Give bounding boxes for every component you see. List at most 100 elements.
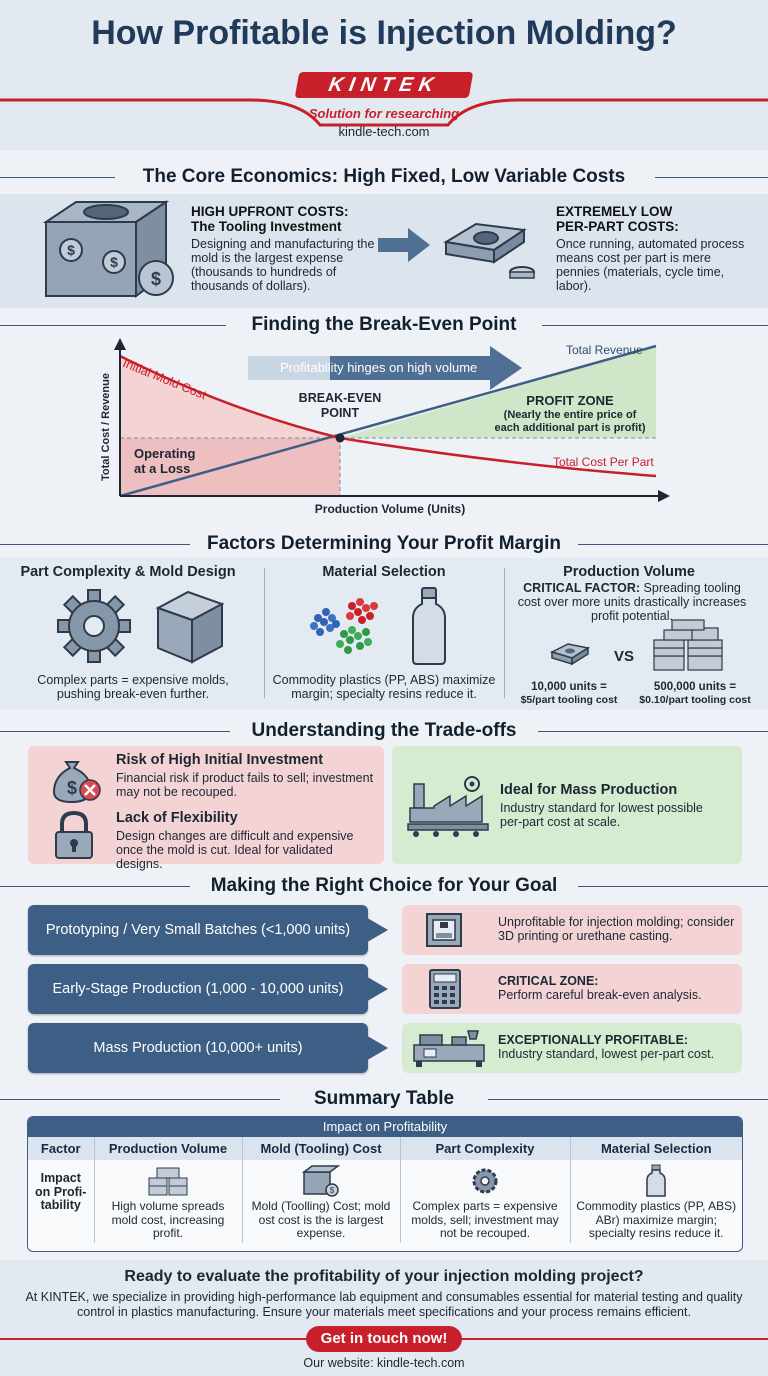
summary-row: Impact on Profi-tability High volume spr…	[28, 1160, 742, 1243]
choice-mass-production-button[interactable]: Mass Production (10,000+ units)	[28, 1023, 368, 1073]
summary-cell-material-text: Commodity plastics (PP, ABS) ABr) maximi…	[576, 1199, 737, 1240]
profit-note-1: (Nearly the entire price of	[503, 409, 637, 421]
cta-website[interactable]: Our website: kindle-tech.com	[303, 1356, 465, 1370]
divider-left	[0, 177, 115, 178]
ideal-body: Industry standard for lowest possible pe…	[500, 801, 703, 829]
svg-text:$: $	[67, 778, 77, 798]
total-revenue-label: Total Revenue	[566, 343, 643, 357]
factor-volume-body: CRITICAL FACTOR: Spreading tooling cost …	[512, 581, 752, 623]
loss-label-2: at a Loss	[134, 461, 191, 476]
loss-region-upper	[120, 356, 340, 438]
breakeven-svg	[114, 338, 670, 502]
summary-col-factor: Factor	[28, 1137, 95, 1160]
choice-mass-production-result: EXCEPTIONALLY PROFITABLE: Industry stand…	[402, 1023, 742, 1073]
volume-banner-text: Profitability hinges on high volume	[280, 360, 478, 375]
summary-banner: Impact on Profitability	[28, 1117, 742, 1137]
money-stack-icon	[148, 1167, 188, 1196]
get-in-touch-button[interactable]: Get in touch now!	[306, 1326, 462, 1352]
revenue-line	[119, 344, 657, 498]
cta-line-right	[462, 1338, 768, 1340]
choice-early-stage-button[interactable]: Early-Stage Production (1,000 - 10,000 u…	[28, 964, 368, 1014]
small-part-icon	[549, 643, 590, 666]
3d-printer-icon	[426, 913, 462, 947]
choice-arrow-icon	[364, 916, 388, 944]
gear-icon	[472, 1168, 498, 1194]
choice-early-stage-text: Perform careful break-even analysis.	[498, 988, 702, 1002]
y-axis-label: Total Cost / Revenue	[100, 373, 112, 481]
ideal-title: Ideal for Mass Production	[500, 782, 678, 798]
summary-table-wrap: Impact on Profitability Factor Productio…	[27, 1116, 743, 1252]
summary-cell-volume-text: High volume spreads mold cost, increasin…	[111, 1199, 225, 1240]
factor-divider	[264, 568, 265, 698]
choice-heading: Making the Right Choice for Your Goal	[210, 875, 558, 896]
summary-heading: Summary Table	[313, 1088, 455, 1109]
loss-label-1: Operating	[134, 446, 196, 461]
summary-cell-material: Commodity plastics (PP, ABS) ABr) maximi…	[570, 1160, 742, 1243]
profit-note-2: each additional part is profit)	[494, 422, 646, 434]
choice-prototyping-button[interactable]: Prototyping / Very Small Batches (<1,000…	[28, 905, 368, 955]
core-panel: $ $ $ HIGH UPFRONT COSTS: The Tooling In…	[0, 194, 768, 308]
large-volume-cost: $0.10/part tooling cost	[639, 694, 751, 706]
brand-site[interactable]: kindle-tech.com	[338, 124, 430, 139]
header-swoosh	[0, 98, 768, 127]
breakeven-chart: Profitability hinges on high volume Init…	[0, 336, 768, 520]
divider-right	[488, 1099, 768, 1100]
bottle-icon	[412, 587, 446, 665]
mold-block-icon: $	[301, 1165, 341, 1197]
money-bag-icon: $	[52, 761, 101, 804]
risk-body: Financial risk if product fails to sell;…	[116, 771, 374, 799]
svg-text:$: $	[110, 254, 118, 270]
svg-text:$: $	[151, 269, 161, 289]
factor-complexity-body: Complex parts = expensive molds, pushing…	[37, 673, 229, 701]
divider-left	[0, 886, 190, 887]
summary-col-mold: Mold (Tooling) Cost	[242, 1137, 401, 1160]
upfront-title-2: The Tooling Investment	[191, 219, 342, 234]
critical-factor-label: CRITICAL FACTOR:	[523, 581, 641, 595]
summary-row-label: Impact on Profi-tability	[28, 1160, 95, 1243]
factors-panel: Part Complexity & Mold Design Complex pa…	[0, 558, 768, 710]
summary-col-material: Material Selection	[570, 1137, 742, 1160]
flex-title: Lack of Flexibility	[116, 810, 238, 826]
summary-cell-complexity: Complex parts = expensive molds, sell; i…	[400, 1160, 571, 1243]
lock-icon	[55, 810, 93, 859]
pellets-icon	[310, 598, 378, 654]
choice-arrow-icon	[364, 975, 388, 1003]
arrow-right-icon	[378, 228, 430, 262]
tradeoff-risk-panel: $ Risk of High Initial Investment Financ…	[28, 746, 384, 871]
cta-question: Ready to evaluate the profitability of y…	[124, 1268, 644, 1285]
risk-title: Risk of High Initial Investment	[116, 752, 324, 768]
flex-body: Design changes are difficult and expensi…	[116, 829, 354, 871]
bottle-icon	[646, 1164, 666, 1197]
summary-cell-mold-text: Mold (Toolling) Cost; mold ost cost is t…	[251, 1199, 391, 1240]
mold-part-icon	[443, 222, 535, 279]
summary-cell-volume: High volume spreads mold cost, increasin…	[94, 1160, 243, 1243]
calculator-icon	[429, 969, 461, 1009]
upfront-title-1: HIGH UPFRONT COSTS:	[191, 204, 349, 219]
cta-body: At KINTEK, we specialize in providing hi…	[25, 1290, 743, 1319]
divider-right	[655, 177, 768, 178]
svg-text:$: $	[67, 242, 75, 258]
gear-icon	[57, 589, 131, 663]
tradeoffs-heading: Understanding the Trade-offs	[251, 720, 517, 741]
factor-complexity-title: Part Complexity & Mold Design	[20, 564, 236, 580]
factor-volume-title: Production Volume	[563, 564, 695, 580]
y-axis-arrow	[114, 338, 126, 350]
divider-left	[0, 325, 226, 326]
cta-line-left	[0, 1338, 306, 1340]
breakeven-label-2: POINT	[320, 406, 360, 420]
profit-zone-label: PROFIT ZONE	[526, 393, 614, 408]
summary-table: Factor Production Volume Mold (Tooling) …	[28, 1137, 742, 1243]
brand-logo-text: KINTEK	[326, 74, 442, 96]
page-title: How Profitable is Injection Molding?	[91, 14, 677, 52]
choice-prototyping-result: Unprofitable for injection molding; cons…	[402, 905, 742, 955]
factor-material-body: Commodity plastics (PP, ABS) maximize ma…	[272, 673, 496, 701]
svg-text:$: $	[330, 1186, 335, 1195]
breakeven-label-1: BREAK-EVEN	[298, 391, 382, 405]
cube-icon	[155, 590, 225, 664]
core-heading: The Core Economics: High Fixed, Low Vari…	[142, 166, 626, 187]
critical-factor-text: Spreading tooling cost over more units d…	[517, 581, 747, 623]
mold-block-icon: $ $ $	[42, 200, 174, 298]
divider-left	[0, 544, 190, 545]
total-cost-label: Total Cost Per Part	[553, 455, 654, 469]
large-volume-units: 500,000 units =	[653, 681, 737, 693]
